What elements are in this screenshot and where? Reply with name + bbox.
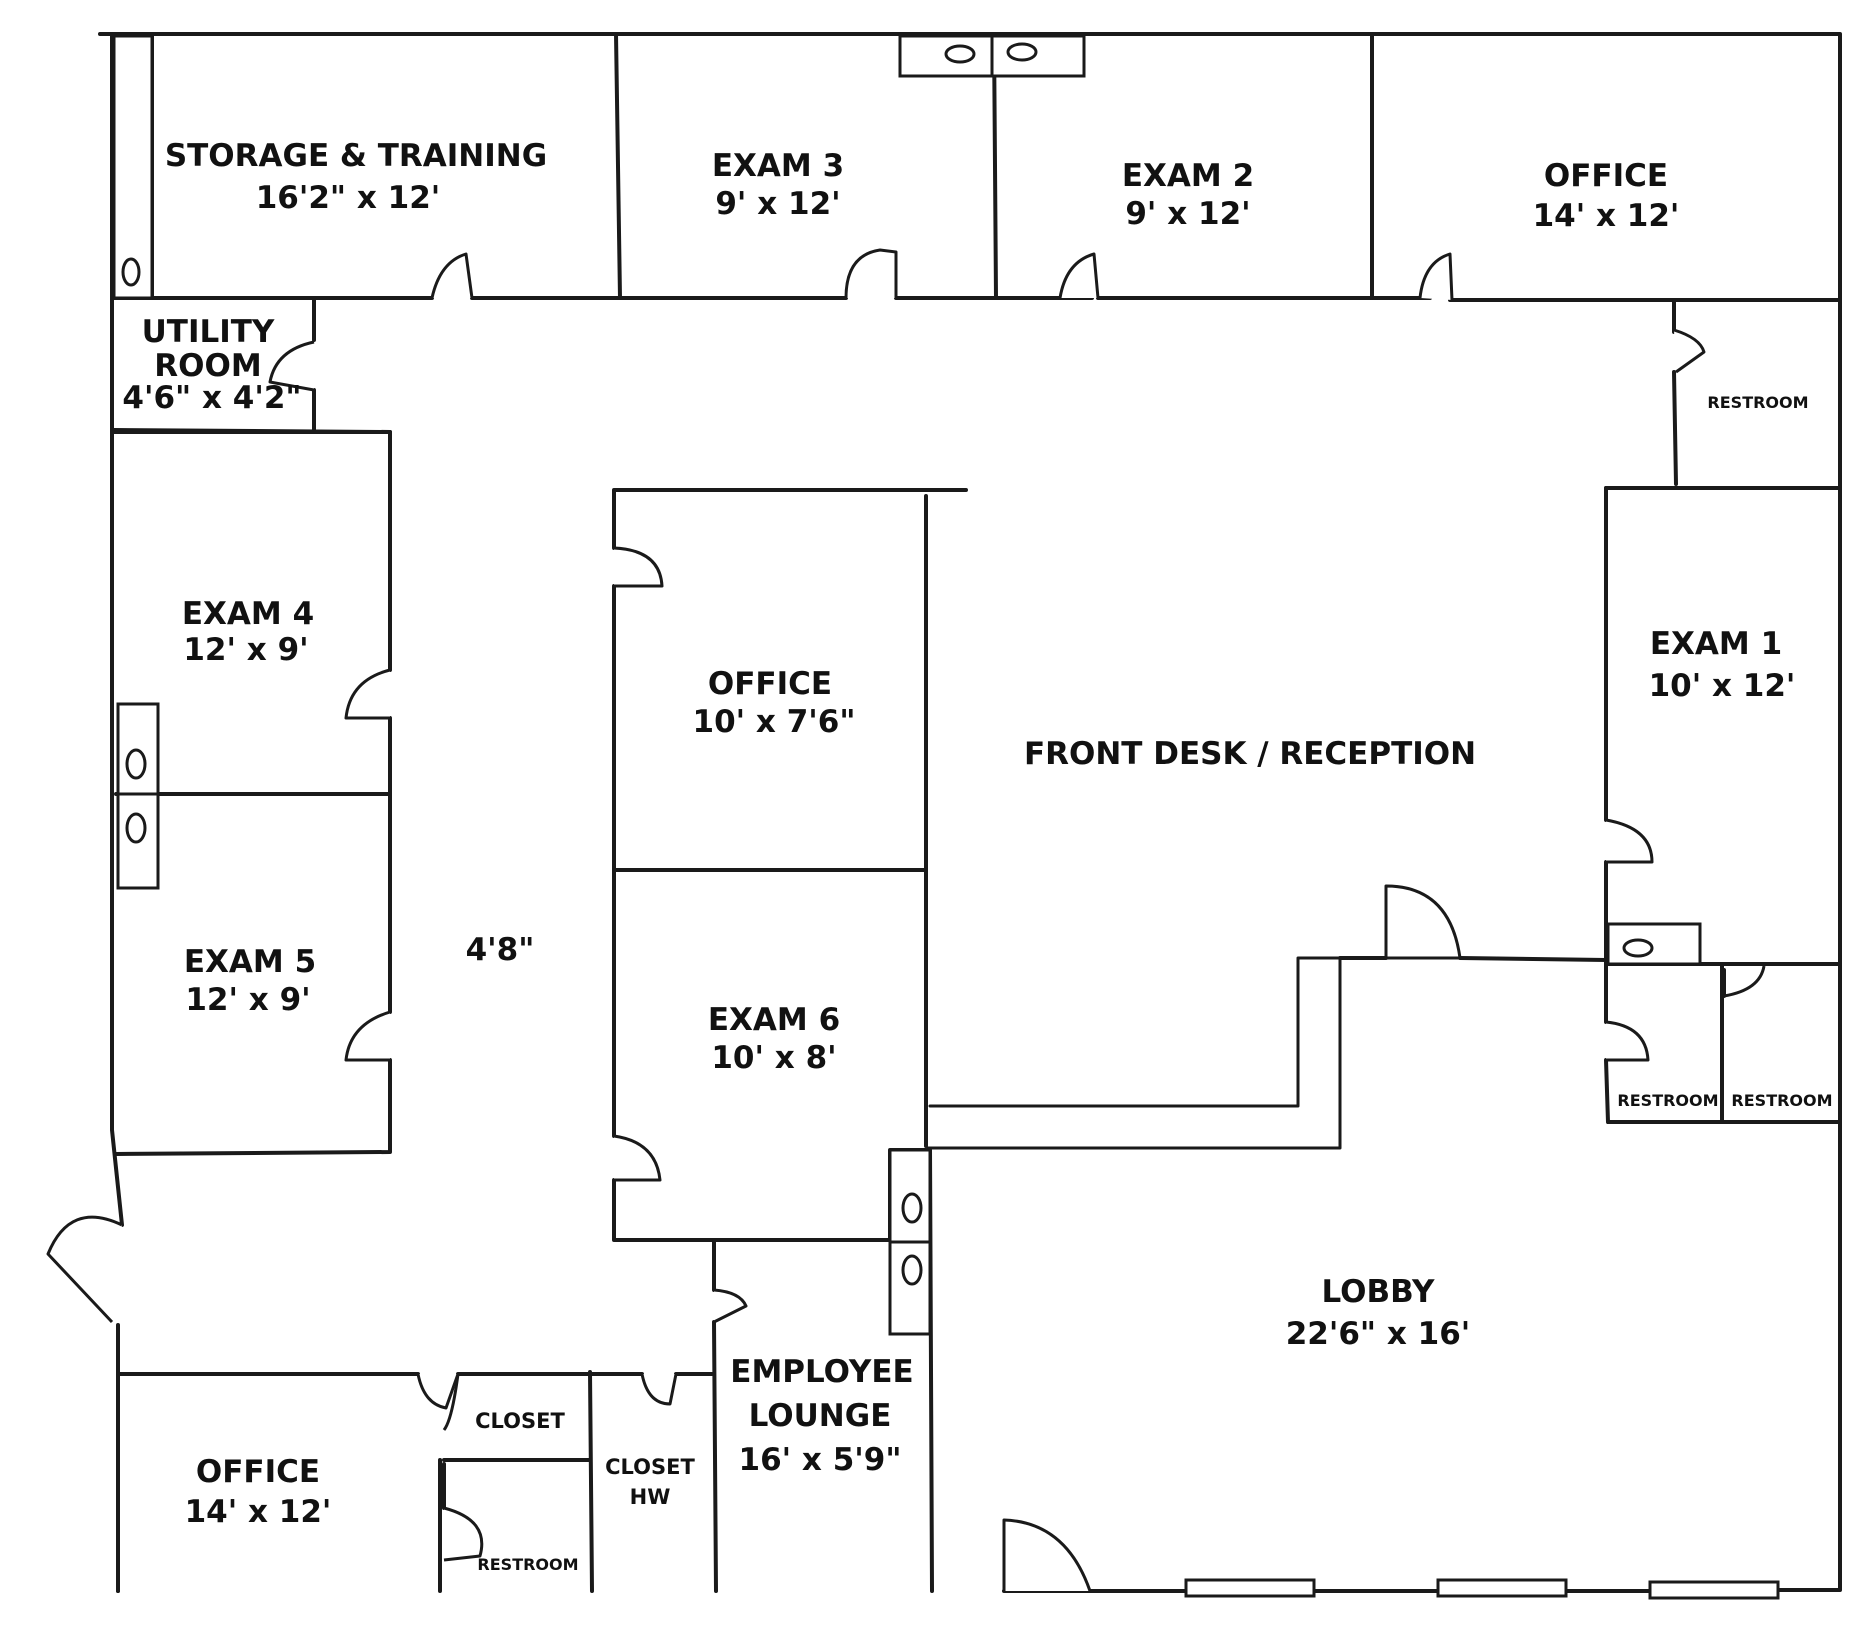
sink-basin-exam-3 (944, 44, 976, 64)
restroom-top-right-name: RESTROOM (1707, 393, 1808, 412)
exam-3-name: EXAM 3 (712, 148, 844, 184)
closet-hw-name-1: CLOSET (605, 1455, 695, 1479)
exam-3-size: 9' x 12' (715, 186, 840, 222)
exam-6-name: EXAM 6 (708, 1002, 840, 1038)
utility-room-size: 4'6" x 4'2" (122, 380, 301, 416)
office-center-size: 10' x 7'6" (693, 704, 856, 740)
utility-room-name-1: UTILITY (142, 314, 275, 350)
exam-4-5-walls (112, 430, 392, 1156)
closet-hw-door (640, 1373, 678, 1406)
windows (1184, 1578, 1780, 1600)
closet-name: CLOSET (475, 1409, 565, 1433)
office-bottom-left-size: 14' x 12' (185, 1494, 332, 1530)
front-desk-door (1384, 884, 1462, 960)
room-labels: STORAGE & TRAINING 16'2" x 12' EXAM 3 9'… (122, 138, 1832, 1574)
bottom-left-walls (116, 1370, 714, 1593)
lounge-door (713, 1288, 748, 1324)
hallway-width: 4'8" (466, 932, 535, 968)
closet-hw-name-2: HW (630, 1485, 671, 1509)
office-center-door (613, 546, 664, 588)
employee-lounge-name-2: LOUNGE (749, 1398, 892, 1434)
restroom-right-a-name: RESTROOM (1617, 1091, 1718, 1110)
employee-lounge-size: 16' x 5'9" (739, 1442, 902, 1478)
front-desk-wall (1338, 956, 1608, 962)
entry-door-left (46, 1215, 123, 1324)
office-top-right-name: OFFICE (1544, 158, 1668, 194)
storage-training-name: STORAGE & TRAINING (165, 138, 547, 174)
walls (98, 32, 1842, 1593)
lobby-window-1 (1184, 1578, 1316, 1598)
lobby-entry-door (1002, 1518, 1092, 1592)
front-desk-name: FRONT DESK / RECEPTION (1024, 736, 1476, 772)
office-center-name: OFFICE (708, 666, 832, 702)
office-bottom-door (416, 1373, 460, 1410)
sink-exam-1 (1606, 922, 1702, 966)
sink-basin-storage (121, 257, 141, 287)
exam-4-door (344, 668, 391, 720)
exam-1-size: 10' x 12' (1649, 668, 1796, 704)
exam-2-door (1058, 252, 1100, 299)
exam-5-size: 12' x 9' (185, 982, 310, 1018)
sink-basin-lounge (901, 1254, 923, 1286)
utility-room-name-2: ROOM (154, 348, 261, 384)
top-dividers (150, 32, 1374, 300)
fixtures (112, 34, 1702, 1336)
doors (46, 248, 1766, 1592)
restroom-top-right-wall (1604, 298, 1842, 490)
office-top-door (1418, 252, 1454, 301)
exam-2-name: EXAM 2 (1122, 158, 1254, 194)
top-row-wall (112, 296, 1842, 302)
sink-basin-exam-1 (1622, 938, 1654, 958)
exam-5-name: EXAM 5 (184, 944, 316, 980)
right-restrooms-wall (1604, 962, 1842, 1124)
lobby-size: 22'6" x 16' (1286, 1316, 1471, 1352)
storage-door (430, 252, 474, 299)
exam-5-door (344, 1010, 391, 1062)
sink-exam-2 (990, 34, 1086, 78)
restroom-bottom-door (443, 1506, 484, 1562)
storage-training-size: 16'2" x 12' (256, 180, 441, 216)
exam-6-door (613, 1134, 662, 1182)
office-exam6-walls (612, 488, 968, 1242)
sink-basin-exam-6 (901, 1192, 923, 1224)
closet-door (442, 1373, 460, 1431)
sink-basin-exam-4 (125, 748, 147, 780)
sink-storage (112, 34, 154, 300)
exam-1-wall (1604, 486, 1840, 966)
restroom-bottom-name: RESTROOM (477, 1555, 578, 1574)
restroom-right-b-door (1723, 965, 1766, 998)
reception-counter (926, 956, 1342, 1150)
lobby-window-3 (1648, 1580, 1780, 1600)
office-bottom-left-name: OFFICE (196, 1454, 320, 1490)
restroom-top-door (1673, 328, 1706, 374)
lobby-name: LOBBY (1321, 1274, 1435, 1310)
utility-door (268, 340, 315, 392)
exam-4-name: EXAM 4 (182, 596, 314, 632)
outer-wall (98, 32, 1842, 1593)
sink-basin-exam-5 (125, 812, 147, 844)
exam-4-size: 12' x 9' (183, 632, 308, 668)
exam-3-door (844, 248, 898, 299)
employee-lounge-name-1: EMPLOYEE (730, 1354, 913, 1390)
exam-6-size: 10' x 8' (711, 1040, 836, 1076)
restroom-right-b-name: RESTROOM (1731, 1091, 1832, 1110)
lobby-window-2 (1436, 1578, 1568, 1598)
exam-1-door (1605, 818, 1654, 864)
exam-1-name: EXAM 1 (1650, 626, 1782, 662)
restroom-right-a-door (1605, 1020, 1650, 1062)
sink-basin-exam-2 (1006, 42, 1038, 62)
office-top-right-size: 14' x 12' (1533, 198, 1680, 234)
exam-2-size: 9' x 12' (1125, 196, 1250, 232)
